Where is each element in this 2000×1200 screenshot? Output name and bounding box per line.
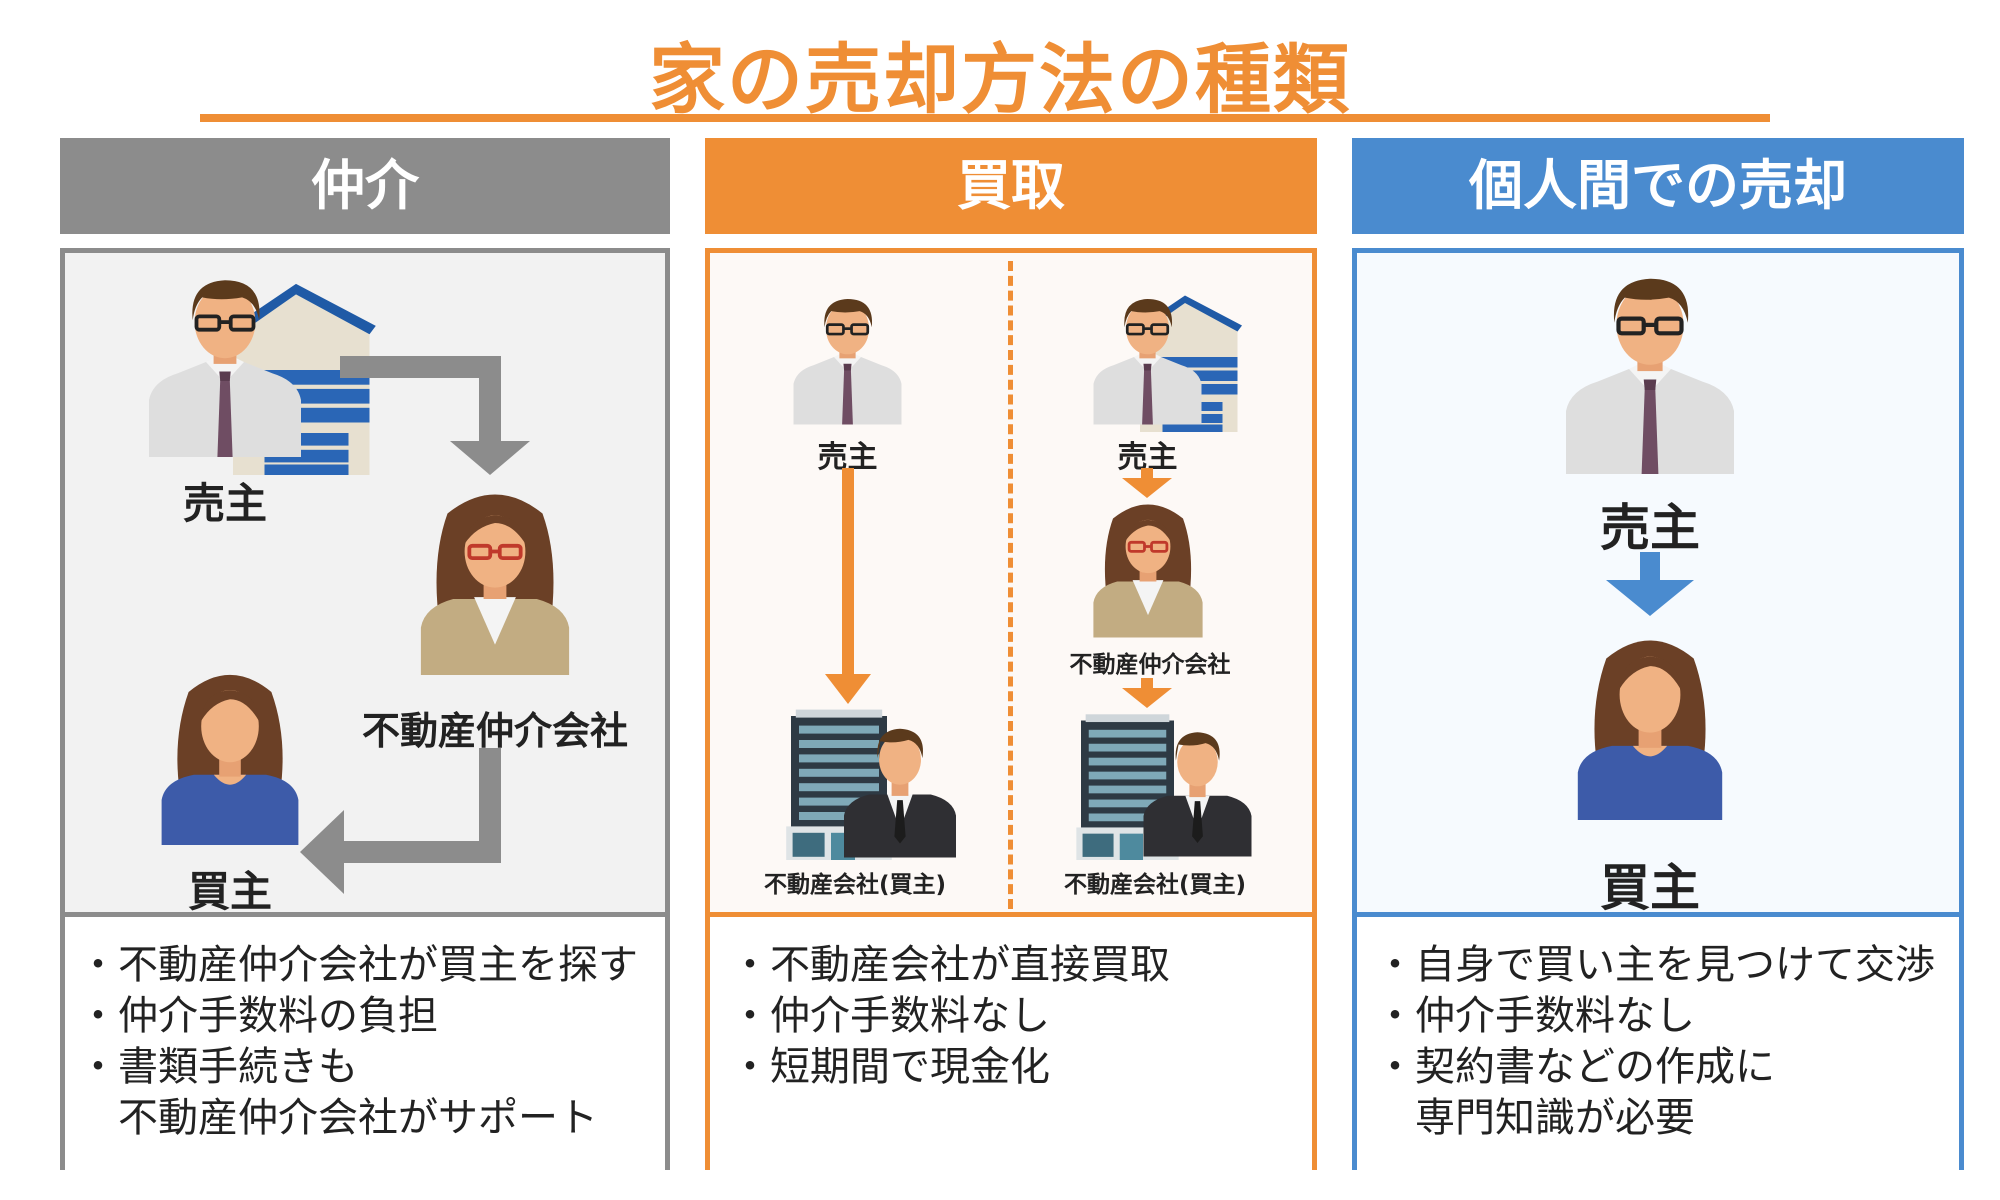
label-agent: 不動産仲介会社 — [361, 709, 628, 753]
label-buyer: 買主 — [187, 867, 272, 916]
bullet-item: ・仲介手数料なし — [730, 993, 1050, 1039]
label-buyer: 買主 — [1600, 859, 1700, 917]
label-seller: 売主 — [1600, 499, 1700, 557]
company-person-icon — [830, 715, 970, 860]
label-seller: 売主 — [182, 479, 267, 528]
bullet-item: 専門知識が必要 — [1375, 1095, 1695, 1141]
buyer-icon — [140, 655, 320, 855]
arrow-down-icon — [1122, 468, 1172, 498]
divider — [1357, 912, 1959, 917]
buyer-icon — [1555, 620, 1745, 830]
bullet-item: ・書類手続きも — [78, 1044, 358, 1090]
seller-icon — [780, 282, 915, 432]
bullet-list: ・自身で買い主を見つけて交渉 ・仲介手数料なし ・契約書などの作成に 専門知識が… — [1375, 940, 1960, 1144]
arrow-seller-to-company — [825, 468, 871, 704]
header-brokerage: 仲介 — [60, 138, 670, 234]
bullet-item: ・不動産仲介会社が買主を探す — [78, 942, 638, 988]
seller-icon — [1545, 258, 1755, 480]
bullet-list: ・不動産会社が直接買取 ・仲介手数料なし ・短期間で現金化 — [730, 940, 1310, 1093]
bullet-item: ・仲介手数料の負担 — [78, 993, 438, 1039]
label-agent: 不動産仲介会社 — [1069, 652, 1231, 678]
seller-icon — [130, 262, 320, 462]
seller-icon — [1080, 282, 1215, 432]
header-private-sale: 個人間での売却 — [1352, 138, 1964, 234]
bullet-item: ・契約書などの作成に — [1375, 1044, 1775, 1090]
bullet-item: ・短期間で現金化 — [730, 1044, 1050, 1090]
bullet-item: ・不動産会社が直接買取 — [730, 942, 1170, 988]
agent-icon — [1078, 495, 1218, 640]
bullets-area — [65, 915, 665, 1170]
bullets-area — [710, 915, 1312, 1170]
arrow-seller-to-agent — [340, 356, 530, 475]
divider — [710, 912, 1312, 917]
arrow-down-icon — [1606, 552, 1694, 616]
arrow-agent-to-buyer — [300, 748, 501, 894]
bullets-area — [1357, 915, 1959, 1170]
label-company: 不動産会社(買主) — [1063, 872, 1247, 898]
label-company: 不動産会社(買主) — [763, 872, 947, 898]
page-title: 家の売却方法の種類 — [649, 35, 1351, 124]
title-underline — [200, 114, 1770, 122]
header-purchase: 買取 — [705, 138, 1317, 234]
bullet-item: ・自身で買い主を見つけて交渉 — [1375, 942, 1935, 988]
dashed-separator — [1008, 261, 1013, 909]
divider — [65, 912, 665, 917]
bullet-list: ・不動産仲介会社が買主を探す ・仲介手数料の負担 ・書類手続きも 不動産仲介会社… — [78, 940, 668, 1144]
bullet-item: ・仲介手数料なし — [1375, 993, 1695, 1039]
bullet-item: 不動産仲介会社がサポート — [78, 1095, 598, 1141]
agent-icon — [400, 480, 590, 680]
arrow-down-icon — [1122, 678, 1172, 708]
company-person-icon — [1130, 718, 1265, 860]
